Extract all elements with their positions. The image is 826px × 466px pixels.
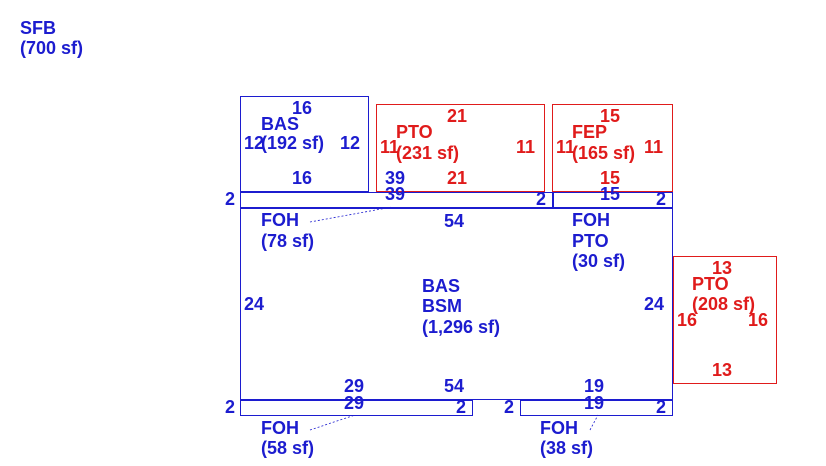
dim-bas-right: 12 bbox=[340, 133, 361, 153]
dim-foh-30-top: 15 bbox=[600, 184, 621, 204]
area-fep-165[interactable] bbox=[552, 104, 673, 192]
dim-foh-58-top: 29 bbox=[344, 393, 365, 413]
area-foh-58-area: (58 sf) bbox=[261, 438, 315, 458]
area-bas-bsm-1296[interactable] bbox=[240, 208, 673, 400]
area-main-code1: BAS bbox=[422, 276, 461, 296]
dim-main-bottom-right: 19 bbox=[584, 376, 605, 396]
area-pto-208-area: (208 sf) bbox=[692, 294, 756, 314]
dim-main-top: 54 bbox=[444, 211, 465, 231]
area-foh-pto-30-code2: PTO bbox=[572, 231, 609, 251]
area-pto-208-code: PTO bbox=[692, 274, 729, 294]
area-foh-pto-30[interactable] bbox=[553, 192, 673, 208]
dim-pto-right-bottom: 13 bbox=[712, 360, 733, 380]
dim-pto-right-left: 16 bbox=[677, 310, 698, 330]
area-bas-192[interactable] bbox=[240, 96, 369, 192]
dim-pto-top: 21 bbox=[447, 106, 468, 126]
leader-line-foh-58 bbox=[309, 414, 356, 431]
area-fep-165-code: FEP bbox=[572, 122, 608, 142]
area-foh-pto-30-area: (30 sf) bbox=[572, 251, 626, 271]
area-pto-231[interactable] bbox=[376, 104, 545, 192]
dim-foh-38-right: 2 bbox=[656, 397, 667, 417]
dim-foh-58-right: 2 bbox=[456, 397, 467, 417]
dim-main-bottom: 54 bbox=[444, 376, 465, 396]
dim-fep-left: 11 bbox=[556, 137, 576, 157]
dim-fep-right: 11 bbox=[644, 137, 664, 157]
dim-pto-right-top: 13 bbox=[712, 258, 733, 278]
area-foh-38-code: FOH bbox=[540, 418, 578, 438]
leader-line-foh-38 bbox=[589, 414, 599, 431]
area-fep-165-area: (165 sf) bbox=[572, 143, 636, 163]
area-bas-192-code: BAS bbox=[261, 114, 300, 134]
dim-bas-bottom: 16 bbox=[292, 168, 313, 188]
area-foh-78-code: FOH bbox=[261, 210, 299, 230]
area-main-area: (1,296 sf) bbox=[422, 317, 501, 337]
area-pto-231-area: (231 sf) bbox=[396, 143, 460, 163]
area-foh-58[interactable] bbox=[240, 400, 473, 416]
area-foh-58-code: FOH bbox=[261, 418, 299, 438]
dim-foh-78-left: 2 bbox=[225, 189, 236, 209]
area-foh-78-area: (78 sf) bbox=[261, 231, 315, 251]
dim-foh-78-top: 39 bbox=[385, 184, 406, 204]
dim-main-left: 24 bbox=[244, 294, 265, 314]
area-foh-78[interactable] bbox=[240, 192, 553, 208]
dim-pto-right: 11 bbox=[516, 137, 536, 157]
area-pto-231-code: PTO bbox=[396, 122, 433, 142]
dim-fep-top: 15 bbox=[600, 106, 621, 126]
dim-main-right: 24 bbox=[644, 294, 665, 314]
dim-foh-58-left: 2 bbox=[225, 397, 236, 417]
dim-foh-38-left: 2 bbox=[504, 397, 515, 417]
dim-main-bottom-left: 29 bbox=[344, 376, 365, 396]
dim-bas-top: 16 bbox=[292, 98, 313, 118]
area-foh-38[interactable] bbox=[520, 400, 673, 416]
dim-fep-bottom: 15 bbox=[600, 168, 621, 188]
area-foh-pto-30-code1: FOH bbox=[572, 210, 610, 230]
dim-pto-right-right: 16 bbox=[748, 310, 769, 330]
dim-foh-30-right: 2 bbox=[656, 189, 667, 209]
sketch-label-area: (700 sf) bbox=[20, 38, 84, 58]
area-foh-38-area: (38 sf) bbox=[540, 438, 594, 458]
dim-bas-left: 12 bbox=[244, 133, 265, 153]
leader-line-foh-78 bbox=[309, 206, 393, 223]
area-bas-192-area: (192 sf) bbox=[261, 133, 325, 153]
dim-pto-bottom: 21 bbox=[447, 168, 468, 188]
dim-foh-38-top: 19 bbox=[584, 393, 605, 413]
area-pto-208[interactable] bbox=[673, 256, 777, 384]
area-main-code2: BSM bbox=[422, 296, 462, 316]
dim-pto-left: 11 bbox=[380, 137, 400, 157]
dim-foh-78-top-label: 39 bbox=[385, 168, 406, 188]
dim-foh-78-right: 2 bbox=[536, 189, 547, 209]
sketch-label-code: SFB bbox=[20, 18, 56, 38]
